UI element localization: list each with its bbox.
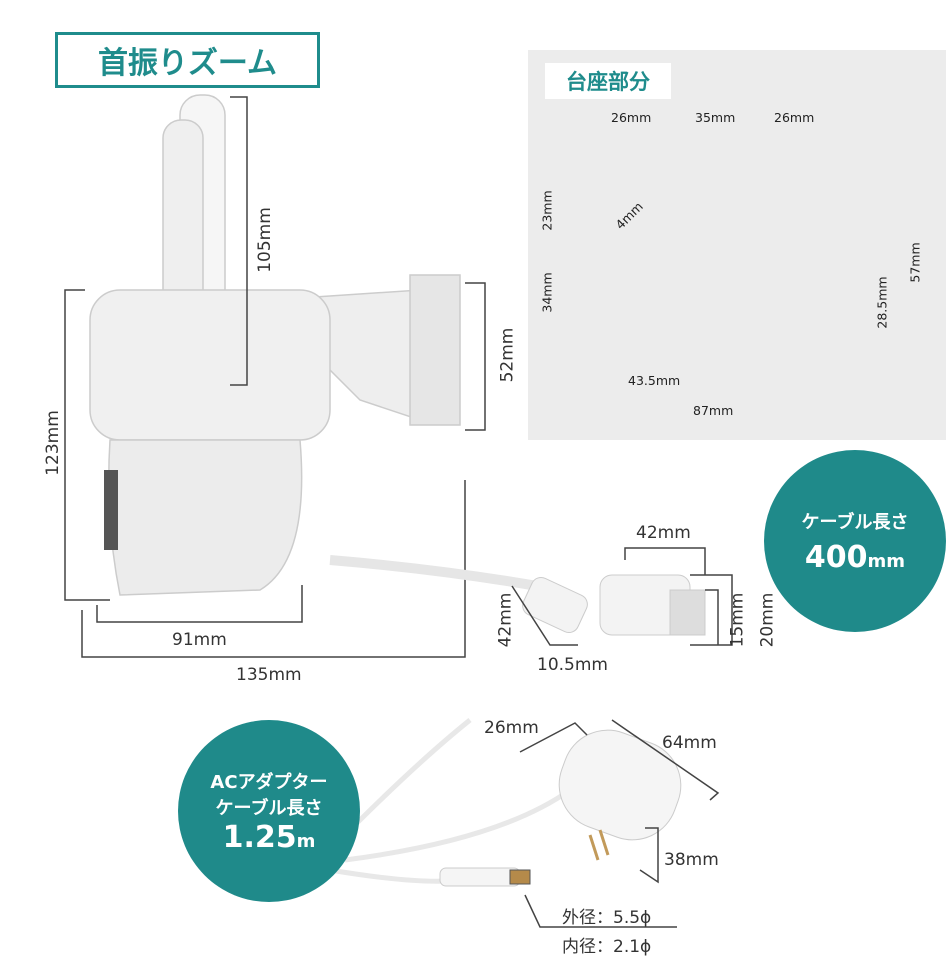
base-top-left-label: 26mm	[611, 110, 652, 125]
outer-diameter-label: 外径：5.5ϕ	[562, 908, 652, 928]
adapter-width-label: 64mm	[662, 733, 717, 753]
camera-dimension-lines	[64, 96, 486, 658]
base-bottom-outer-label: 87mm	[693, 403, 734, 418]
adapter-length-unit: m	[296, 830, 316, 852]
base-diagram-panel	[528, 50, 946, 440]
camera-illustration	[89, 94, 461, 596]
antenna-height-label: 105mm	[254, 207, 275, 273]
base-bottom-inner-label: 43.5mm	[628, 373, 681, 388]
ac-adapter-illustration	[329, 718, 682, 887]
lan-cable-illustration	[329, 555, 706, 636]
base-diagram-title: 台座部分	[545, 63, 671, 99]
camera-height-label: 123mm	[42, 410, 63, 476]
adapter-length-value: 1.25	[222, 819, 297, 855]
base-top-center-label: 35mm	[695, 110, 736, 125]
adapter-length-badge: ACアダプター ケーブル長さ 1.25m	[178, 720, 360, 902]
lan-inner-label: 15mm	[727, 592, 748, 648]
body-width-label: 91mm	[172, 630, 227, 650]
adapter-depth-label: 26mm	[484, 718, 539, 738]
cable-length-value: 400	[804, 539, 868, 575]
connector-width-label: 42mm	[636, 523, 691, 543]
lan-outer-label: 20mm	[757, 592, 778, 648]
base-top-right-label: 26mm	[774, 110, 815, 125]
adapter-dimension-lines	[519, 719, 720, 928]
base-right-outer-label: 57mm	[907, 242, 923, 283]
cable-length-unit: mm	[867, 550, 906, 572]
dc-length-label: 42mm	[495, 592, 516, 648]
total-width-label: 135mm	[236, 665, 302, 685]
base-right-inner-label: 28.5mm	[874, 276, 890, 329]
base-left-upper-label: 23mm	[539, 190, 555, 231]
inner-diameter-label: 内径：2.1ϕ	[562, 937, 652, 957]
dc-width-label: 10.5mm	[537, 655, 608, 675]
page-title: 首振りズーム	[55, 32, 320, 88]
cable-dimension-lines	[511, 547, 733, 646]
mount-height-label: 52mm	[497, 327, 518, 383]
base-left-lower-label: 34mm	[539, 272, 555, 313]
cable-length-badge: ケーブル長さ 400mm	[764, 450, 946, 632]
cable-length-title: ケーブル長さ	[801, 511, 909, 533]
adapter-height-label: 38mm	[664, 850, 719, 870]
adapter-label-line2: ケーブル長さ	[215, 797, 323, 819]
adapter-label-line1: ACアダプター	[210, 771, 328, 793]
